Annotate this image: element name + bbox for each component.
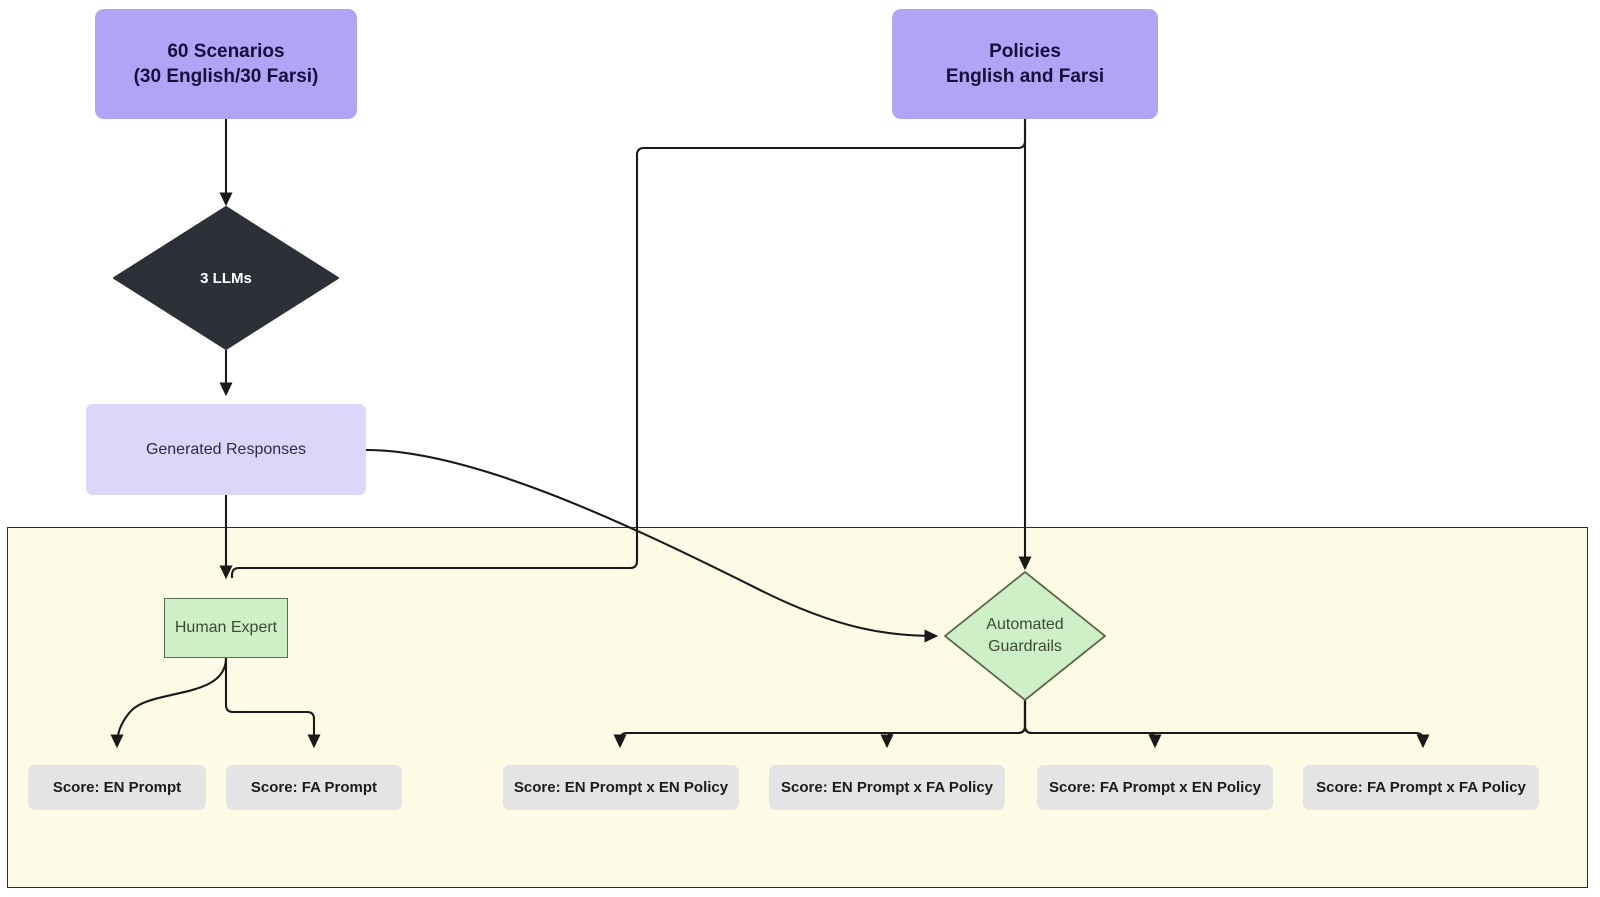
node-score-fa-prompt[interactable]: Score: FA Prompt [226, 765, 402, 810]
evaluation-subgraph-container [7, 527, 1588, 888]
node-llms-label: 3 LLMs [200, 269, 252, 287]
node-generated-responses-label: Generated Responses [145, 440, 307, 458]
node-score-fa-prompt-en-policy[interactable]: Score: FA Prompt x EN Policy [1037, 765, 1273, 810]
node-scenarios-line2: (30 English/30 Farsi) [133, 66, 319, 87]
node-automated-guardrails-line2: Guardrails [988, 638, 1062, 655]
node-score-en-prompt-en-policy[interactable]: Score: EN Prompt x EN Policy [503, 765, 739, 810]
edge-policies-to-human-expert [230, 119, 1027, 578]
node-generated-responses[interactable]: Generated Responses [86, 404, 366, 495]
node-policies-line2: English and Farsi [945, 66, 1105, 87]
score-label: Score: FA Prompt x FA Policy [1316, 778, 1526, 796]
node-policies-line1: Policies [989, 40, 1061, 62]
node-score-en-prompt-fa-policy[interactable]: Score: EN Prompt x FA Policy [769, 765, 1005, 810]
score-label: Score: FA Prompt x EN Policy [1049, 778, 1261, 796]
node-policies[interactable]: Policies English and Farsi [892, 9, 1158, 119]
score-label: Score: EN Prompt [52, 778, 182, 796]
node-scenarios[interactable]: 60 Scenarios (30 English/30 Farsi) [95, 9, 357, 119]
node-llms[interactable]: 3 LLMs [146, 258, 306, 298]
node-score-fa-prompt-fa-policy[interactable]: Score: FA Prompt x FA Policy [1303, 765, 1539, 810]
score-label: Score: EN Prompt x EN Policy [513, 778, 729, 796]
score-label: Score: EN Prompt x FA Policy [781, 778, 993, 796]
node-automated-guardrails-line1: Automated [986, 616, 1064, 634]
node-automated-guardrails[interactable]: Automated Guardrails [945, 608, 1105, 664]
node-human-expert[interactable]: Human Expert [164, 598, 288, 658]
node-score-en-prompt[interactable]: Score: EN Prompt [28, 765, 206, 810]
score-label: Score: FA Prompt [250, 778, 378, 796]
node-human-expert-label: Human Expert [174, 619, 278, 637]
node-scenarios-line1: 60 Scenarios [167, 40, 285, 62]
